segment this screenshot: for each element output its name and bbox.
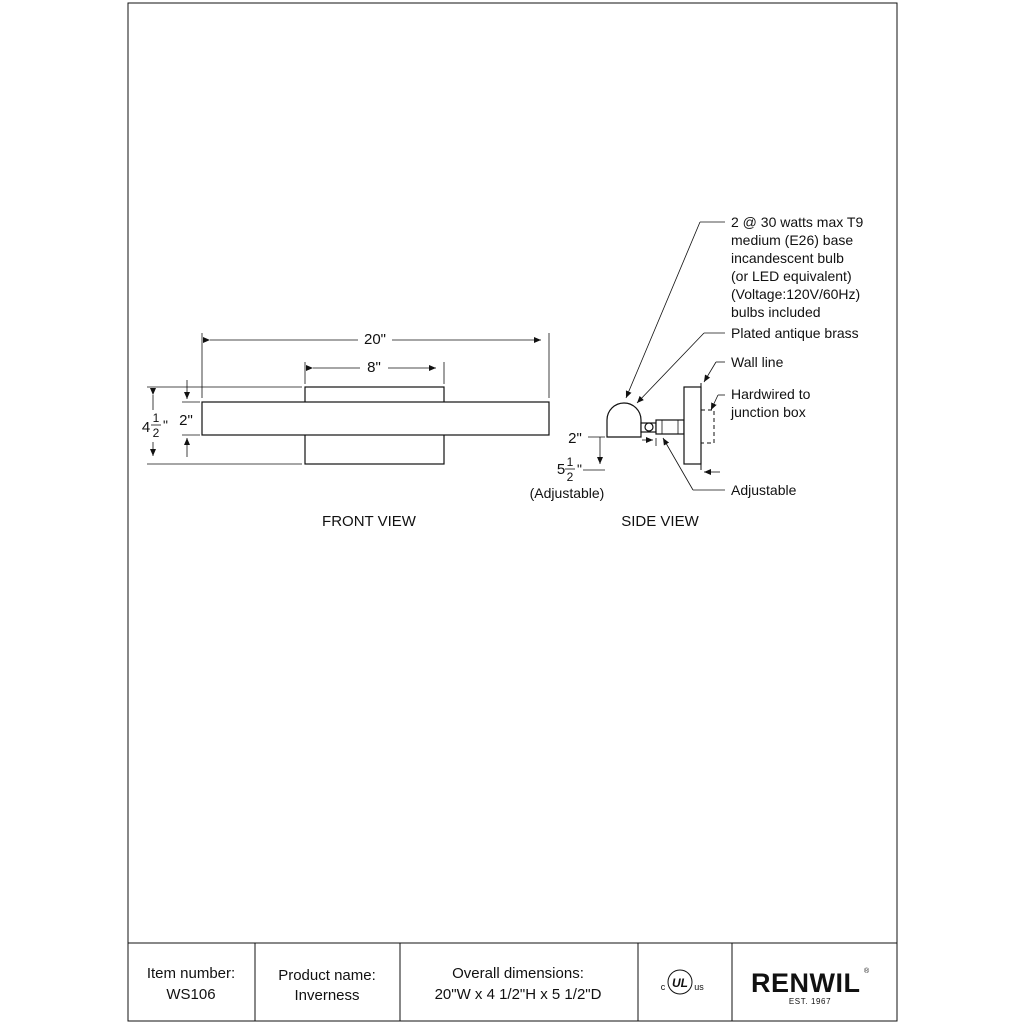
front-view-label: FRONT VIEW [322, 513, 417, 530]
item-number-value: WS106 [166, 986, 215, 1003]
svg-text:RENWIL: RENWIL [751, 968, 860, 998]
side-junction-box [700, 409, 715, 444]
side-depth-dim-unit: " [577, 461, 582, 477]
ul-certification-icon: UL c us [661, 969, 704, 995]
side-shade [606, 402, 642, 438]
front-height-dim-den: 2 [153, 426, 160, 440]
svg-text:2 @ 30 watts max T9: 2 @ 30 watts max T9 [731, 214, 863, 230]
junction-note-line1: Hardwired to [731, 386, 811, 402]
svg-text:medium (E26) base: medium (E26) base [731, 232, 853, 248]
side-shade-dim: 2" [568, 430, 582, 447]
overall-dimensions-label: Overall dimensions: [452, 965, 584, 982]
product-name-value: Inverness [294, 987, 359, 1004]
overall-dimensions-value: 20"W x 4 1/2"H x 5 1/2"D [435, 986, 602, 1003]
product-name-label: Product name: [278, 967, 376, 984]
wall-line-note: Wall line [731, 354, 784, 370]
svg-text:®: ® [864, 967, 870, 975]
side-backplate [683, 386, 702, 465]
title-block: Item number: WS106 Product name: Inverne… [128, 942, 897, 1021]
side-depth-dim-whole: 5 [557, 461, 565, 478]
svg-text:us: us [694, 982, 704, 992]
front-height-dim-num: 1 [153, 411, 160, 425]
finish-note: Plated antique brass [731, 325, 859, 341]
bulb-note: 2 @ 30 watts max T9 medium (E26) base in… [731, 214, 863, 320]
svg-text:EST. 1967: EST. 1967 [789, 997, 831, 1006]
side-depth-dim-num: 1 [567, 455, 574, 469]
side-view-label: SIDE VIEW [621, 513, 699, 530]
side-arm-rod [655, 419, 685, 435]
sheet-border [127, 2, 898, 1022]
svg-text:bulbs included: bulbs included [731, 304, 821, 320]
front-bar-dim: 2" [179, 412, 193, 429]
front-bar [201, 401, 550, 436]
item-number-label: Item number: [147, 965, 235, 982]
svg-text:incandescent bulb: incandescent bulb [731, 250, 844, 266]
renwil-logo: RENWIL ® EST. 1967 [751, 967, 870, 1006]
svg-text:(Voltage:120V/60Hz): (Voltage:120V/60Hz) [731, 286, 860, 302]
side-depth-note: (Adjustable) [530, 485, 605, 501]
junction-note-line2: junction box [730, 404, 806, 420]
adjustable-note: Adjustable [731, 482, 797, 498]
front-width-dim: 20" [364, 331, 386, 348]
front-view: 20" 8" 4 1 2 " 2" FRONT VIEW [138, 328, 550, 530]
svg-text:UL: UL [672, 976, 688, 990]
side-depth-dim-den: 2 [567, 470, 574, 484]
side-view: 2" 5 1 2 " (Adjustable) 2 @ 30 watts max… [530, 214, 864, 530]
front-height-dim-unit: " [163, 417, 168, 433]
svg-text:(or LED equivalent): (or LED equivalent) [731, 268, 852, 284]
side-knuckle [644, 422, 654, 432]
front-canopy-dim: 8" [367, 359, 381, 376]
front-height-dim-whole: 4 [142, 419, 150, 436]
svg-text:c: c [661, 982, 666, 992]
